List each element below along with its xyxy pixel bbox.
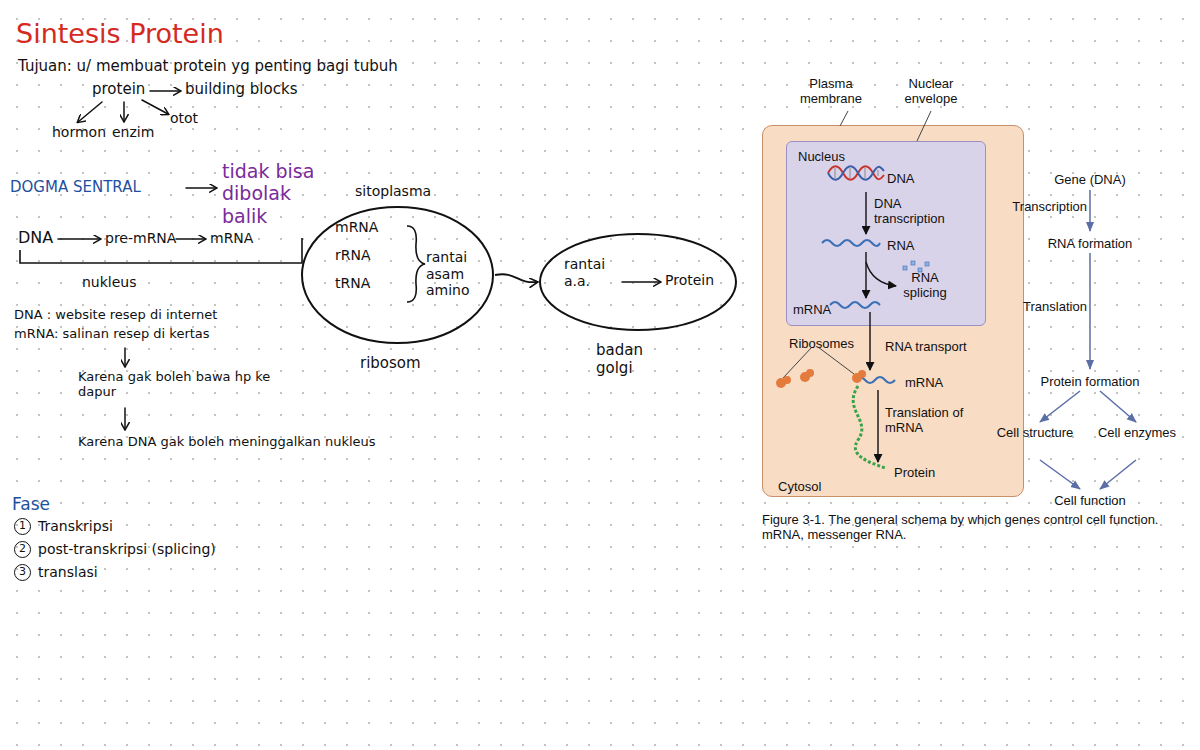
- note-text: Karena gak boleh bawa hp ke dapur: [78, 369, 278, 400]
- step-number: 2: [14, 541, 31, 558]
- node-text: RNA transport: [885, 339, 967, 354]
- note-text: protein: [92, 81, 145, 99]
- node-text: rRNA: [335, 247, 371, 264]
- note-text: otot: [170, 110, 198, 127]
- note-text: post-transkripsi (splicing): [38, 541, 216, 558]
- note-text: mRNA: [210, 230, 253, 247]
- node-text: badan golgi: [596, 342, 660, 377]
- node-text: DNA: [887, 171, 914, 186]
- note-text: Cell enzymes: [1097, 425, 1177, 440]
- note-text: Translation: [1000, 299, 1110, 314]
- ellipse-outline: [300, 205, 495, 345]
- figure-caption: Figure 3-1. The general schema by which …: [762, 512, 1182, 543]
- node-text: mRNA: [905, 375, 943, 390]
- nucleus-box: NucleusDNA DNA transcriptionRNA RNA splici…: [786, 141, 986, 326]
- node-text: Cytosol: [778, 479, 821, 494]
- note-text: Cell function: [1030, 493, 1150, 508]
- note-text: building blocks: [185, 81, 297, 99]
- node-text: mRNA: [793, 302, 831, 317]
- step-number: 3: [14, 564, 31, 581]
- curly-brace: [407, 226, 425, 302]
- node-text: RNA: [887, 238, 914, 253]
- node-text: Nucleus: [798, 149, 845, 164]
- node-text: mRNA: [335, 219, 378, 236]
- note-text: Karena DNA gak boleh meninggalkan nukleu…: [78, 434, 378, 449]
- node-text: Protein: [665, 272, 714, 289]
- node-text: Ribosomes: [789, 336, 854, 351]
- node-text: Protein: [894, 465, 935, 480]
- node-text: ribosom: [360, 355, 421, 373]
- node-text: RNA splicing: [895, 270, 955, 301]
- note-text: Protein formation: [1025, 374, 1155, 389]
- node-text: rantai asam amino: [426, 249, 488, 299]
- node-text: rantai a.a.: [564, 256, 622, 289]
- note-text: nukleus: [82, 274, 137, 291]
- flow-arrow: [495, 274, 537, 282]
- note-text: Nuclear envelope: [893, 76, 969, 107]
- ribosome-circle: mRNA rRNA tRNA rantai asam amino ribosom: [300, 205, 495, 390]
- note-text: Fase: [12, 494, 50, 514]
- note-text: tidak bisa dibolak balik: [222, 160, 340, 227]
- note-text: Gene (DNA): [1035, 172, 1145, 187]
- note-text: Transkripsi: [38, 518, 113, 535]
- cell-box: Ribosomes RNA transport mRNA Translation of…: [762, 125, 1024, 497]
- node-text: tRNA: [335, 275, 370, 292]
- note-text: enzim: [112, 124, 154, 141]
- note-text: DOGMA SENTRAL: [10, 179, 141, 197]
- note-text: mRNA: salinan resep di kertas: [14, 326, 210, 341]
- note-text: DNA: [18, 229, 53, 248]
- node-text: DNA transcription: [874, 196, 959, 227]
- note-text: Cell structure: [995, 425, 1075, 440]
- golgi-circle: rantai a.a. Protein badan golgi: [538, 232, 738, 390]
- note-text: DNA : website resep di internet: [14, 307, 217, 322]
- note-text: RNA formation: [1030, 236, 1150, 251]
- note-text: sitoplasma: [355, 183, 431, 200]
- note-text: Transcription: [997, 199, 1087, 214]
- page-title: Sintesis Protein: [16, 18, 224, 50]
- node-text: Translation of mRNA: [885, 405, 985, 436]
- step-number: 1: [14, 518, 31, 535]
- note-text: translasi: [38, 564, 98, 581]
- note-text: hormon: [52, 124, 106, 141]
- note-text: Plasma membrane: [795, 76, 867, 107]
- handwritten-arrows: [58, 91, 660, 429]
- flow-arrows: [1040, 190, 1136, 489]
- note-text: Tujuan: u/ membuat protein yg penting ba…: [18, 58, 398, 76]
- note-text: pre-mRNA: [105, 230, 176, 247]
